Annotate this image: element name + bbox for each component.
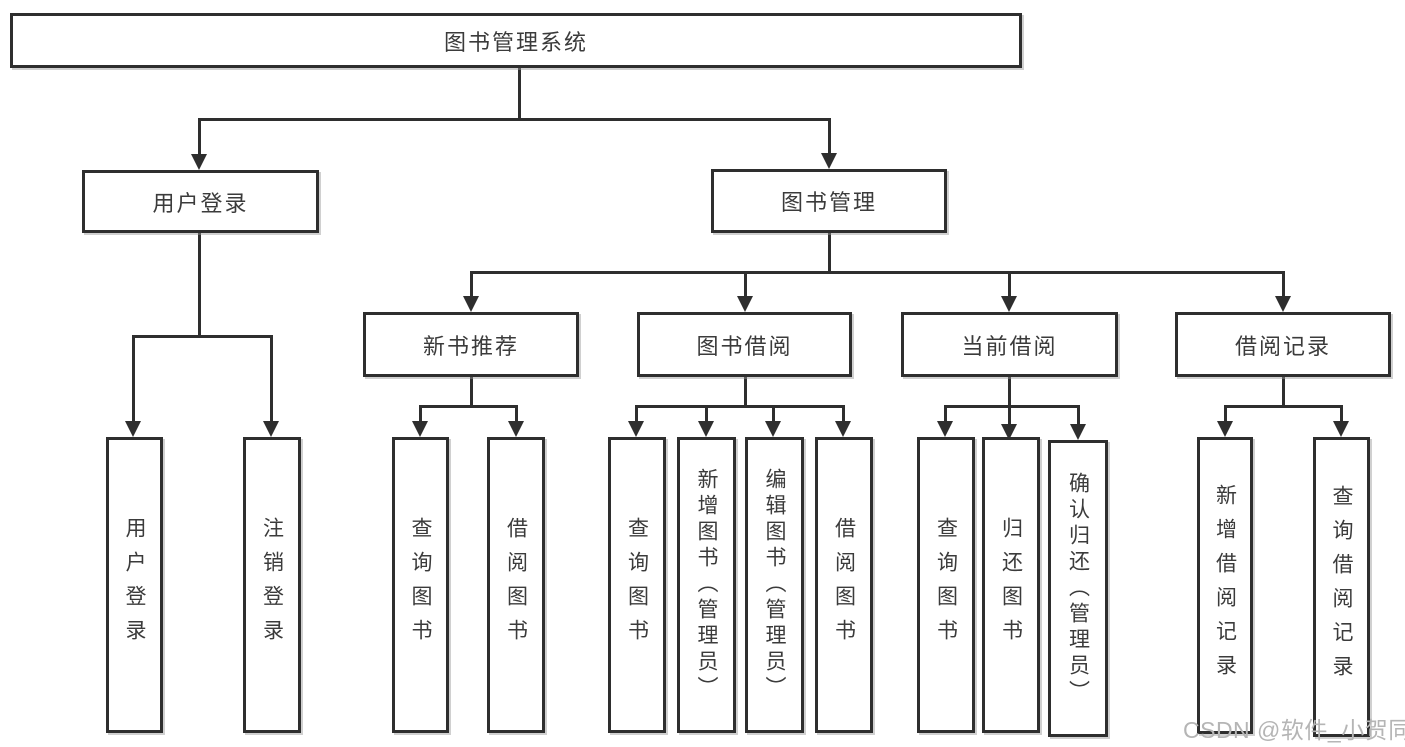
connector-line <box>132 335 135 425</box>
arrow-down-icon <box>191 154 207 170</box>
leaf-borrow-edit-admin: 编辑图书（管理员） <box>745 437 804 733</box>
connector-line <box>744 271 747 299</box>
connector-line <box>1224 405 1227 423</box>
leaf-record-query-label: 查询借阅记录 <box>1330 485 1353 689</box>
leaf-borrow-query-label: 查询图书 <box>625 517 649 653</box>
arrow-down-icon <box>125 421 141 437</box>
connector-line <box>1340 405 1343 423</box>
arrow-down-icon <box>737 296 753 312</box>
node-current-borrow-label: 当前借阅 <box>961 333 1058 359</box>
leaf-record-add-label: 新增借阅记录 <box>1213 483 1237 688</box>
leaf-current-return: 归还图书 <box>982 437 1040 733</box>
node-new-book-recommend-label: 新书推荐 <box>422 333 519 359</box>
connector-line <box>270 335 273 425</box>
connector-line <box>198 118 201 158</box>
arrow-down-icon <box>1001 296 1017 312</box>
connector-line <box>944 405 947 423</box>
node-current-borrow: 当前借阅 <box>901 312 1118 377</box>
connector-line <box>1282 271 1285 299</box>
leaf-user-login: 用户登录 <box>106 437 163 733</box>
arrow-down-icon <box>937 421 953 437</box>
arrow-down-icon <box>1217 421 1233 437</box>
connector-line <box>1077 405 1080 425</box>
leaf-current-query-label: 查询图书 <box>934 517 958 653</box>
leaf-user-logout: 注销登录 <box>243 437 301 733</box>
leaf-borrow-add-admin-label: 新增图书（管理员） <box>695 468 718 702</box>
leaf-borrow-borrow-label: 借阅图书 <box>832 517 856 653</box>
arrow-down-icon <box>263 421 279 437</box>
arrow-down-icon <box>508 421 524 437</box>
connector-line <box>828 118 831 158</box>
connector-line <box>842 405 845 423</box>
leaf-current-confirm-admin-label: 确认归还（管理员） <box>1066 471 1090 706</box>
node-root: 图书管理系统 <box>10 13 1022 68</box>
connector-line <box>515 405 518 423</box>
leaf-borrow-add-admin: 新增图书（管理员） <box>677 437 736 733</box>
arrow-down-icon <box>698 421 714 437</box>
leaf-user-login-label: 用户登录 <box>123 517 146 653</box>
connector-line <box>198 233 201 335</box>
connector-line <box>772 405 775 423</box>
leaf-record-query: 查询借阅记录 <box>1313 437 1370 737</box>
node-user-login-branch-label: 用户登录 <box>152 190 249 216</box>
arrow-down-icon <box>765 421 781 437</box>
node-book-management-branch: 图书管理 <box>711 169 947 233</box>
arrow-down-icon <box>412 421 428 437</box>
connector-line <box>635 405 845 408</box>
node-root-label: 图书管理系统 <box>443 29 588 55</box>
arrow-down-icon <box>1333 421 1349 437</box>
connector-line <box>1008 377 1011 407</box>
node-book-borrow: 图书借阅 <box>637 312 852 377</box>
connector-line <box>470 271 473 299</box>
leaf-newbook-query-label: 查询图书 <box>409 517 432 653</box>
leaf-borrow-query: 查询图书 <box>608 437 666 733</box>
connector-line <box>944 405 1080 408</box>
connector-line <box>1008 271 1011 299</box>
node-borrow-record-label: 借阅记录 <box>1234 333 1331 359</box>
leaf-record-add: 新增借阅记录 <box>1197 437 1253 734</box>
node-new-book-recommend: 新书推荐 <box>363 312 579 377</box>
leaf-current-return-label: 归还图书 <box>999 517 1023 653</box>
leaf-user-logout-label: 注销登录 <box>260 517 284 653</box>
connector-line <box>1224 405 1343 408</box>
csdn-watermark: CSDN @软件_小贺同学 <box>1183 717 1405 743</box>
connector-line <box>419 405 518 408</box>
leaf-newbook-query: 查询图书 <box>392 437 449 733</box>
leaf-borrow-borrow: 借阅图书 <box>815 437 873 733</box>
connector-line <box>470 271 1285 274</box>
arrow-down-icon <box>821 153 837 169</box>
connector-line <box>132 335 272 338</box>
leaf-current-confirm-admin: 确认归还（管理员） <box>1048 440 1108 737</box>
arrow-down-icon <box>1070 424 1086 440</box>
leaf-current-query: 查询图书 <box>917 437 975 733</box>
connector-line <box>1282 377 1285 407</box>
node-borrow-record: 借阅记录 <box>1175 312 1391 377</box>
connector-line <box>470 377 473 407</box>
node-user-login-branch: 用户登录 <box>82 170 319 233</box>
connector-line <box>518 68 521 118</box>
leaf-newbook-borrow: 借阅图书 <box>487 437 545 733</box>
arrow-down-icon <box>1001 424 1017 440</box>
connector-line <box>1008 405 1011 425</box>
arrow-down-icon <box>1275 296 1291 312</box>
leaf-borrow-edit-admin-label: 编辑图书（管理员） <box>763 468 786 702</box>
arrow-down-icon <box>835 421 851 437</box>
connector-line <box>635 405 638 423</box>
connector-line <box>705 405 708 423</box>
connector-line <box>419 405 422 423</box>
connector-line <box>198 118 831 121</box>
node-book-borrow-label: 图书借阅 <box>696 333 793 359</box>
arrow-down-icon <box>463 296 479 312</box>
leaf-newbook-borrow-label: 借阅图书 <box>504 517 528 653</box>
node-book-management-branch-label: 图书管理 <box>780 190 877 215</box>
arrow-down-icon <box>628 421 644 437</box>
connector-line <box>828 233 831 274</box>
connector-line <box>744 377 747 407</box>
